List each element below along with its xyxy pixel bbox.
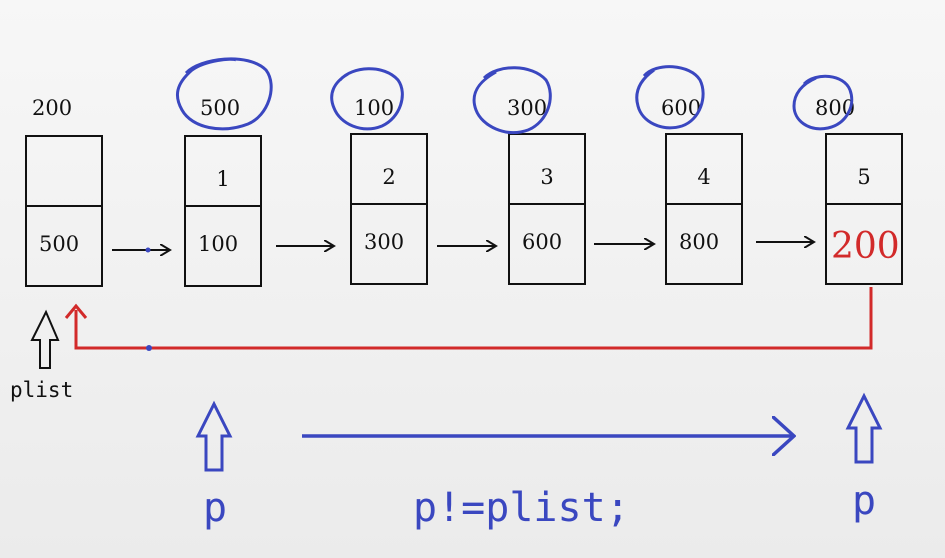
- node-address-label: 100: [354, 96, 395, 120]
- list-node: 4 800: [665, 133, 743, 285]
- pointer-p-end-label: p: [852, 478, 877, 524]
- node-next-pointer: 300: [364, 230, 405, 254]
- node-data: 4: [697, 165, 711, 189]
- address-highlight-circle: [472, 66, 552, 135]
- node-address-label: 200: [32, 96, 73, 120]
- node-divider: [667, 203, 741, 205]
- node-data: 3: [540, 165, 554, 189]
- node-divider: [186, 205, 260, 207]
- list-node-head: 500: [25, 135, 103, 287]
- list-node-tail: 5 200: [825, 133, 903, 285]
- address-highlight-circle: [330, 67, 404, 131]
- circular-link-arrowhead: [64, 303, 88, 319]
- tail-next-pointer-highlight: 200: [831, 226, 900, 267]
- plist-up-arrow: [30, 309, 60, 369]
- node-data: 5: [857, 165, 871, 189]
- node-next-pointer: 500: [39, 232, 80, 256]
- node-data: 2: [382, 165, 396, 189]
- pointer-p-start-arrow: [195, 400, 233, 472]
- node-next-pointer: 600: [522, 230, 563, 254]
- pointer-p-end-arrow: [845, 392, 883, 464]
- node-data: 1: [216, 167, 230, 191]
- list-node: 2 300: [350, 133, 428, 285]
- head-pointer-label: plist: [10, 378, 74, 402]
- address-highlight-circle: [175, 57, 273, 131]
- address-highlight-circle: [792, 74, 854, 131]
- node-next-pointer: 100: [198, 232, 239, 256]
- node-next-pointer: 800: [679, 230, 720, 254]
- circular-link-line: [74, 287, 873, 350]
- arrow-dot: [145, 247, 151, 253]
- node-address-label: 300: [507, 96, 548, 120]
- node-divider: [827, 203, 901, 205]
- node-address-label: 500: [200, 96, 241, 120]
- node-divider: [27, 205, 101, 207]
- address-highlight-circle: [635, 65, 705, 130]
- pointer-p-start-label: p: [203, 485, 228, 531]
- node-address-label: 800: [815, 96, 856, 120]
- node-divider: [510, 203, 584, 205]
- list-node: 3 600: [508, 133, 586, 285]
- node-divider: [352, 203, 426, 205]
- link-dot: [146, 345, 152, 351]
- loop-condition-label: p!=plist;: [413, 485, 630, 531]
- list-node: 1 100: [184, 135, 262, 287]
